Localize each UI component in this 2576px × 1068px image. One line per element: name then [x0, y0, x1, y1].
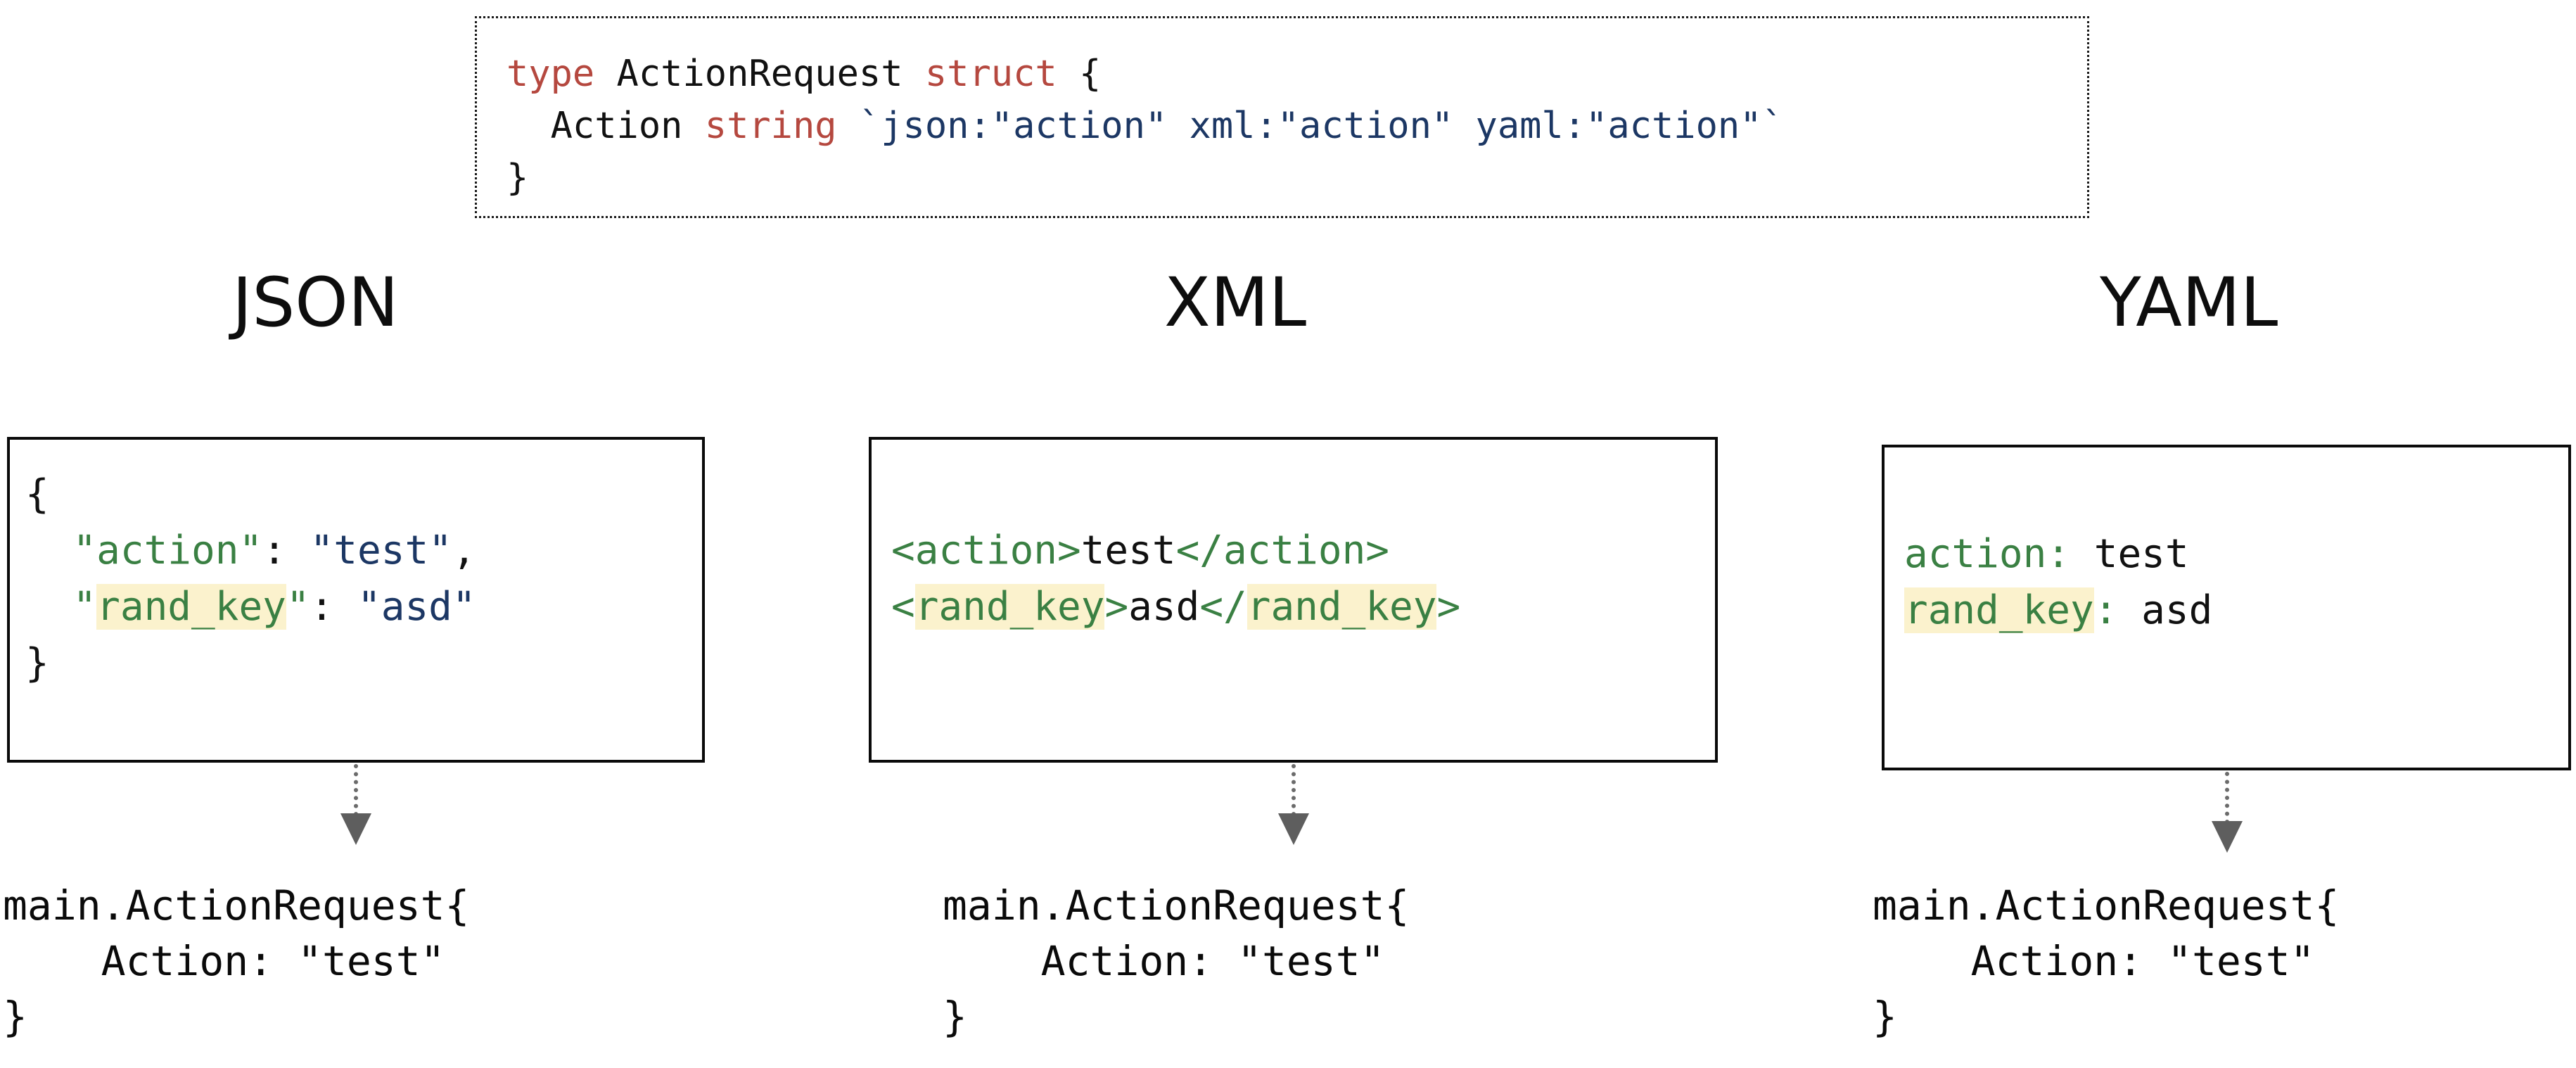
code-token: :: [310, 584, 358, 630]
code-token: type: [506, 53, 595, 95]
column-title-json: JSON: [232, 263, 399, 342]
code-token: [25, 584, 72, 630]
code-token: Action: [506, 105, 705, 147]
code-token: </action>: [1175, 528, 1390, 573]
code-token: rand_key: [1904, 587, 2094, 633]
payload-box-xml: <action>test</action> <rand_key>asd</ran…: [869, 437, 1718, 763]
payload-code-yaml: action: test rand_key: asd: [1904, 526, 2212, 639]
payload-box-yaml: action: test rand_key: asd: [1882, 445, 2571, 770]
code-token: <action>: [891, 528, 1081, 573]
arrow-head-icon: [340, 813, 371, 845]
code-token: test: [1080, 528, 1176, 573]
code-token: string: [704, 105, 837, 147]
code-token: "action": [72, 528, 263, 573]
code-token: }: [506, 157, 529, 199]
code-token: [25, 528, 72, 573]
arrow-head-icon: [1278, 813, 1309, 845]
arrow-stem-icon: [1292, 764, 1296, 816]
code-token: :: [262, 528, 310, 573]
code-token: {: [1057, 53, 1102, 95]
code-token: ,: [452, 528, 476, 573]
code-token: [837, 105, 859, 147]
code-token: {: [25, 471, 49, 517]
code-token: ": [72, 584, 97, 630]
arrow-stem-icon: [2225, 772, 2229, 824]
output-code-json: main.ActionRequest{ Action: "test" }: [3, 882, 470, 1041]
code-token: ActionRequest: [594, 53, 925, 95]
payload-code-json: { "action": "test", "rand_key": "asd" }: [25, 466, 476, 692]
code-token: :: [2046, 531, 2071, 577]
column-title-xml: XML: [1164, 263, 1307, 342]
code-token: <: [891, 584, 915, 630]
code-token: >: [1104, 584, 1129, 630]
code-token: :: [2093, 587, 2118, 633]
code-token: asd: [2117, 587, 2213, 633]
output-code-yaml: main.ActionRequest{ Action: "test" }: [1873, 882, 2340, 1041]
code-token: struct: [924, 53, 1057, 95]
output-code-xml: main.ActionRequest{ Action: "test" }: [943, 882, 1410, 1041]
code-token: "test": [310, 528, 452, 573]
code-token: >: [1436, 584, 1461, 630]
code-token: rand_key: [914, 584, 1105, 630]
go-struct-code: type ActionRequest struct { Action strin…: [506, 48, 1784, 204]
code-token: asd: [1128, 584, 1200, 630]
code-token: rand_key: [96, 584, 286, 630]
code-token: ": [286, 584, 310, 630]
code-token: action: [1904, 531, 2047, 577]
column-title-yaml: YAML: [2100, 263, 2278, 342]
arrow-head-icon: [2212, 821, 2243, 853]
code-token: }: [25, 640, 49, 686]
code-token: "asd": [357, 584, 476, 630]
arrow-stem-icon: [354, 764, 358, 816]
code-token: test: [2070, 531, 2189, 577]
go-struct-box: type ActionRequest struct { Action strin…: [475, 16, 2089, 218]
code-token: `json:"action" xml:"action" yaml:"action…: [858, 105, 1784, 147]
code-token: </: [1199, 584, 1247, 630]
code-token: rand_key: [1246, 584, 1437, 630]
payload-code-xml: <action>test</action> <rand_key>asd</ran…: [891, 523, 1460, 635]
payload-box-json: { "action": "test", "rand_key": "asd" }: [7, 437, 705, 763]
